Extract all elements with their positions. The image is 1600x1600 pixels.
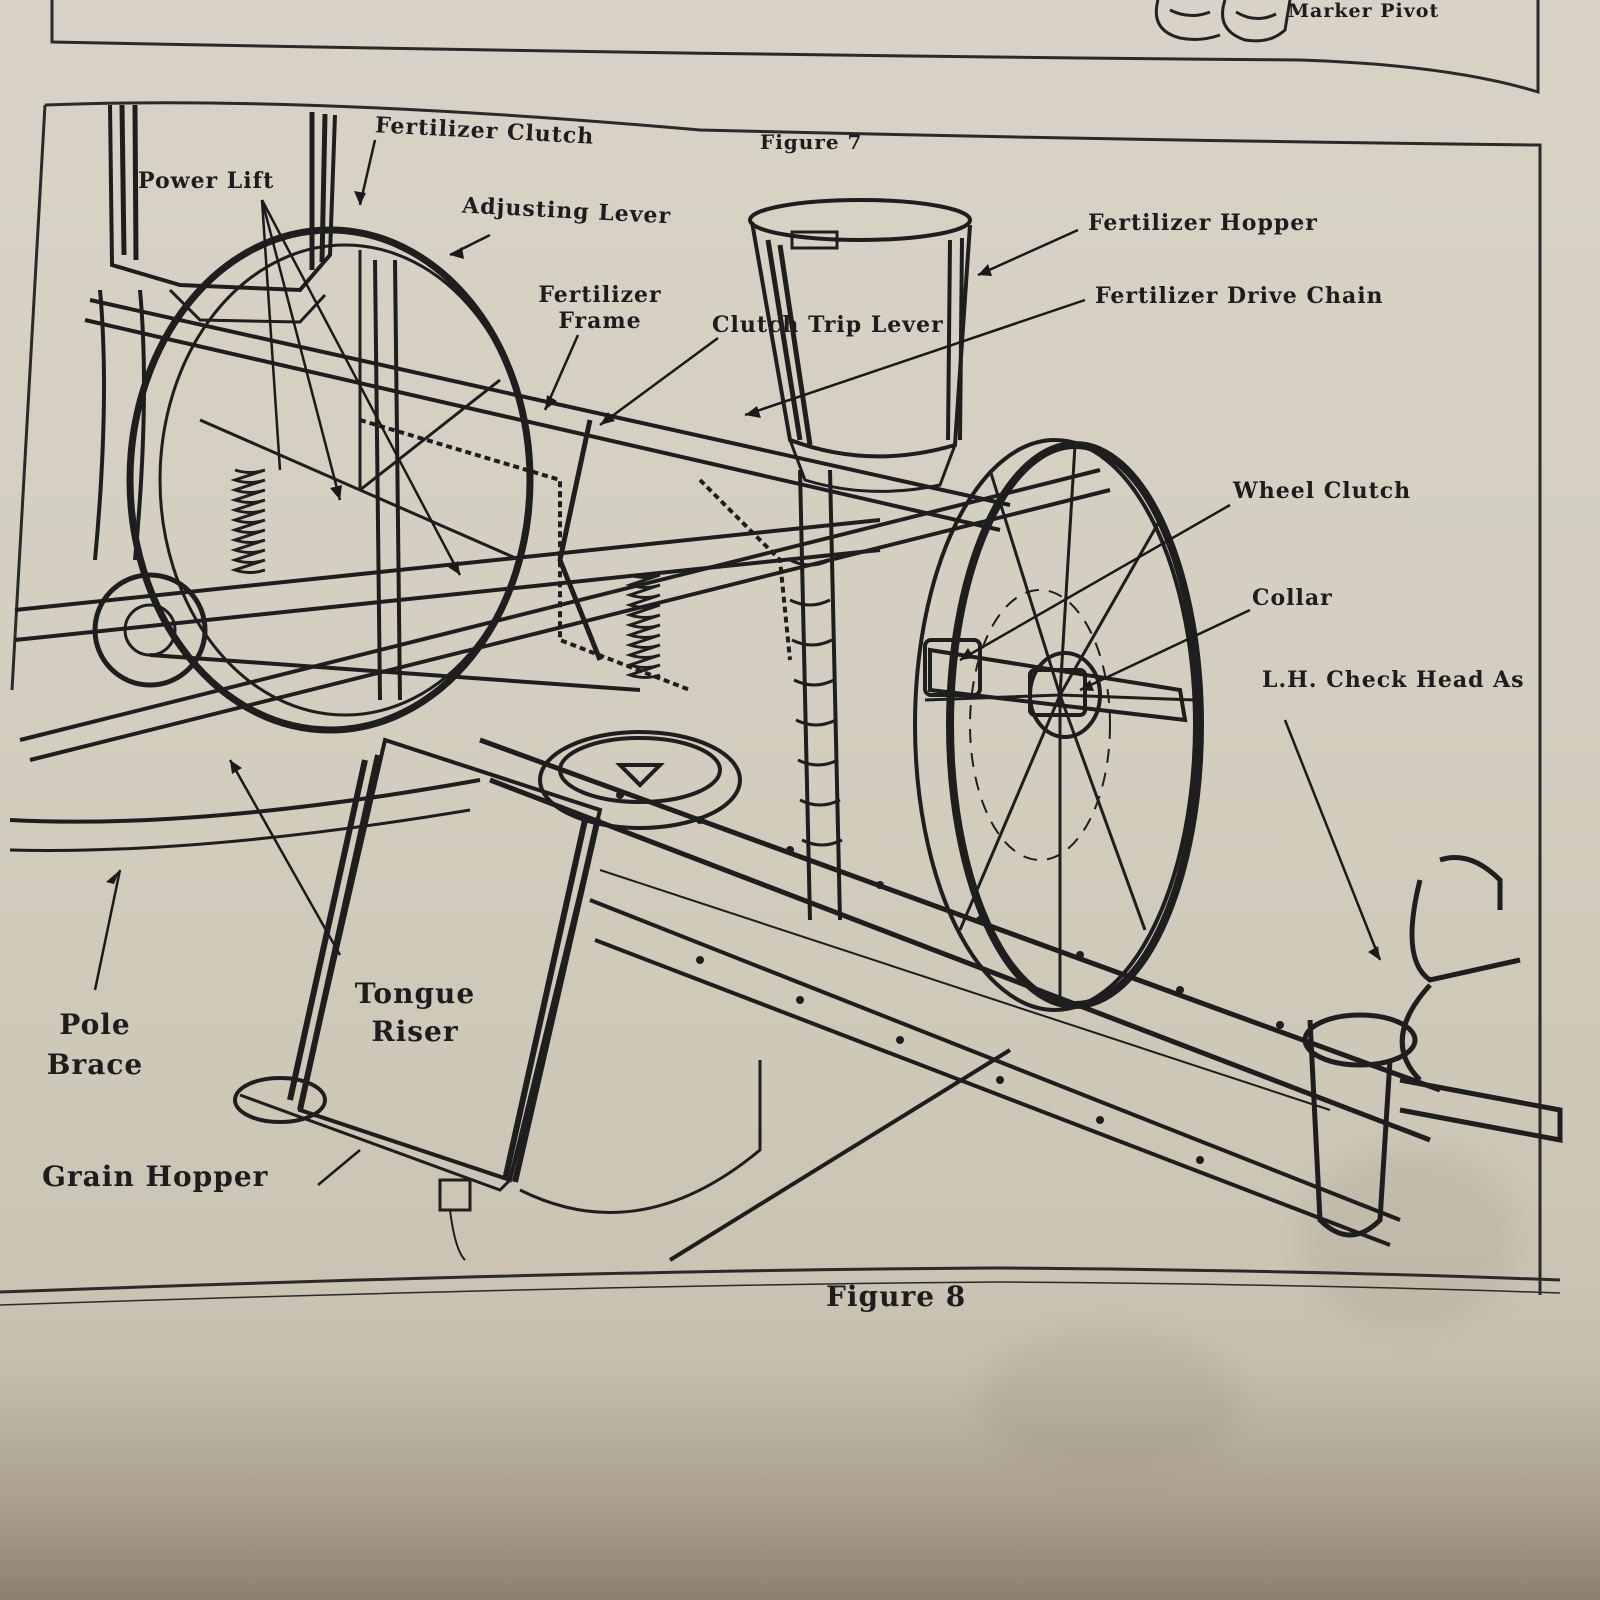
label-pole-brace: Pole Brace: [15, 1005, 175, 1085]
label-grain-hopper: Grain Hopper: [42, 1160, 269, 1193]
label-fertilizer-hopper: Fertilizer Hopper: [1088, 210, 1318, 236]
figure8-frame-top: [44, 101, 1542, 1295]
axle-drawing: [923, 638, 1188, 723]
left-wheel-drawing: [126, 226, 534, 734]
arrow-heads: [106, 191, 1380, 960]
label-pole-brace-line1: Pole: [59, 1008, 131, 1041]
label-marker-pivot: Marker Pivot: [1288, 0, 1440, 22]
figure8-caption: Figure 8: [826, 1280, 967, 1313]
figure8-frame-bottom: [0, 1266, 1561, 1294]
check-head-drawing: [1302, 855, 1563, 1238]
label-collar: Collar: [1252, 585, 1333, 611]
label-tongue-riser: Tongue Riser: [340, 975, 490, 1051]
figure7-caption: Figure 7: [760, 130, 863, 154]
label-lh-check-head: L.H. Check Head As: [1262, 667, 1525, 693]
label-fertilizer-frame-line2: Frame: [558, 308, 642, 334]
figure8-frame-left: [10, 104, 47, 691]
tongue-beam-drawing: [9, 737, 1441, 1262]
label-fertilizer-frame: Fertilizer Frame: [520, 282, 680, 334]
grain-hopper-drawing: [233, 737, 603, 1261]
marker-pivot-drawing: [1154, 0, 1292, 43]
label-power-lift: Power Lift: [138, 168, 275, 194]
figure8-frame-bottom-inner: [0, 1281, 1561, 1306]
page-smudge: [980, 1330, 1240, 1470]
label-tongue-riser-line2: Riser: [371, 1015, 459, 1048]
fertilizer-hopper-drawing: [748, 198, 972, 493]
planter-frame-drawing: [14, 259, 1111, 921]
label-tongue-riser-line1: Tongue: [354, 977, 476, 1010]
drive-wheel-drawing: [913, 438, 1204, 1012]
page-shadow: [0, 1370, 1600, 1600]
seed-plate-drawing: [538, 730, 742, 830]
page-smudge: [1300, 1150, 1520, 1330]
figure7-frame: [50, 0, 1540, 95]
left-hopper-drawing: [108, 104, 337, 324]
label-clutch-trip-lever: Clutch Trip Lever: [712, 312, 944, 338]
label-wheel-clutch: Wheel Clutch: [1233, 478, 1412, 504]
label-fertilizer-drive-chain: Fertilizer Drive Chain: [1095, 283, 1384, 309]
label-pole-brace-line2: Brace: [46, 1048, 144, 1081]
label-fertilizer-frame-line1: Fertilizer: [538, 282, 662, 308]
